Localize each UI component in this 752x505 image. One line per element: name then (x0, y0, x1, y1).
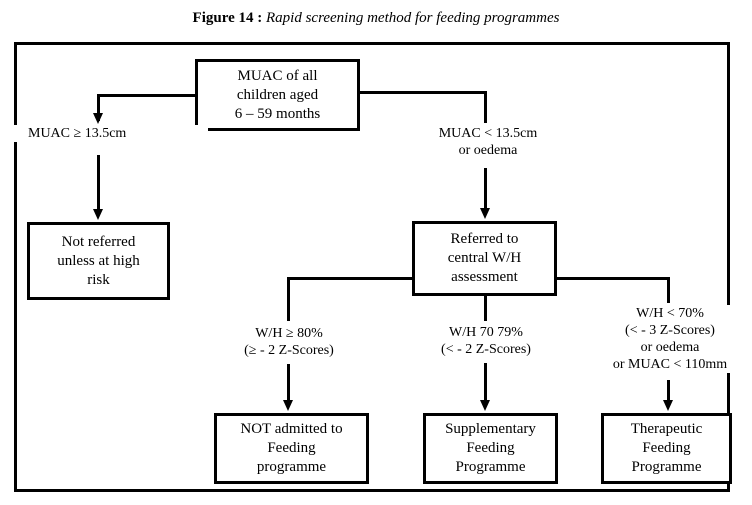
node-supplementary-feeding-programme[interactable]: Supplementary Feeding Programme (423, 413, 558, 484)
connector-muac-lt-horizontal (357, 91, 487, 94)
edge-label-muac-lt-135-line1: MUAC < 13.5cm (438, 126, 538, 141)
edge-label-muac-lt-135-line2: or oedema (458, 143, 518, 158)
node-therapeutic-line3: Programme (631, 459, 702, 475)
arrowhead-muac-ge-upper (93, 113, 103, 124)
node-supplementary-line2: Feeding (466, 440, 515, 456)
edge-label-muac-lt-135: MUAC < 13.5cm or oedema (398, 125, 578, 159)
node-supplementary-line1: Supplementary (445, 421, 536, 437)
connector-wh80-vertical-upper (287, 277, 290, 321)
edge-label-wh-70-79-line1: W/H 70 79% (449, 325, 523, 340)
node-referred-line2: central W/H (447, 250, 522, 266)
node-not-referred-line3: risk (87, 271, 110, 288)
edge-label-wh-lt-70-line1: W/H < 70% (636, 306, 704, 321)
edge-label-wh-70-79: W/H 70 79% (< - 2 Z-Scores) (406, 324, 566, 358)
edge-label-wh-lt-70-line2: (< - 3 Z-Scores) (625, 323, 715, 338)
arrowhead-not-referred (93, 209, 103, 220)
connector-muac-lt-vertical-upper (484, 91, 487, 123)
node-therapeutic-line2: Feeding (642, 440, 691, 456)
connector-wh70-vertical-upper (667, 277, 670, 303)
connector-muac-ge-horizontal (97, 94, 198, 97)
arrowhead-not-admitted (283, 400, 293, 411)
figure-title-label: Figure 14 : (192, 10, 263, 26)
node-referred-line1: Referred to (450, 231, 519, 247)
connector-wh7079-vertical-lower (484, 363, 487, 402)
node-therapeutic-feeding-programme[interactable]: Therapeutic Feeding Programme (601, 413, 732, 484)
node-muac-all-line3: 6 – 59 months (234, 105, 321, 122)
figure-title: Figure 14 : Rapid screening method for f… (0, 8, 752, 28)
edge-label-wh-ge-80-line2: (≥ - 2 Z-Scores) (244, 343, 334, 358)
node-not-admitted-line2: Feeding (267, 440, 316, 456)
connector-wh70-vertical-lower (667, 380, 670, 402)
arrowhead-supplementary (480, 400, 490, 411)
edge-label-wh-70-79-line2: (< - 2 Z-Scores) (441, 342, 531, 357)
node-muac-of-all-children[interactable]: MUAC of all children aged 6 – 59 months (195, 59, 360, 131)
node-not-referred-line2: unless at high (57, 252, 140, 269)
connector-wh80-horizontal (287, 277, 415, 280)
edge-label-wh-ge-80-line1: W/H ≥ 80% (255, 326, 323, 341)
node-referred-central-wh-assessment[interactable]: Referred to central W/H assessment (412, 221, 557, 296)
connector-muac-lt-vertical-lower (484, 168, 487, 210)
connector-wh7079-vertical-upper (484, 294, 487, 321)
node-muac-all-line1: MUAC of all (237, 67, 318, 84)
connector-muac-ge-vertical-upper (97, 94, 100, 121)
connector-wh70-horizontal (555, 277, 670, 280)
node-not-admitted-line3: programme (256, 459, 327, 475)
node-not-referred-line1: Not referred (61, 233, 136, 250)
edge-label-muac-ge-135-line1: MUAC ≥ 13.5cm (28, 126, 127, 141)
node-referred-line3: assessment (451, 269, 518, 285)
connector-wh80-vertical-lower (287, 364, 290, 402)
node-supplementary-line3: Programme (455, 459, 526, 475)
node-muac-all-line2: children aged (236, 86, 319, 103)
connector-muac-ge-vertical-lower (97, 155, 100, 211)
edge-label-wh-lt-70-line4: or MUAC < 110mm (612, 357, 728, 372)
edge-label-muac-ge-135: MUAC ≥ 13.5cm (10, 125, 208, 142)
arrowhead-therapeutic (663, 400, 673, 411)
node-not-admitted-feeding-programme[interactable]: NOT admitted to Feeding programme (214, 413, 369, 484)
figure-title-text: Rapid screening method for feeding progr… (266, 10, 560, 26)
node-not-admitted-line1: NOT admitted to (240, 421, 343, 437)
node-not-referred[interactable]: Not referred unless at high risk (27, 222, 170, 300)
edge-label-wh-ge-80: W/H ≥ 80% (≥ - 2 Z-Scores) (196, 325, 382, 359)
arrowhead-referred (480, 208, 490, 219)
node-therapeutic-line1: Therapeutic (630, 421, 703, 437)
edge-label-wh-lt-70: W/H < 70% (< - 3 Z-Scores) or oedema or … (592, 305, 748, 373)
edge-label-wh-lt-70-line3: or oedema (640, 340, 700, 355)
